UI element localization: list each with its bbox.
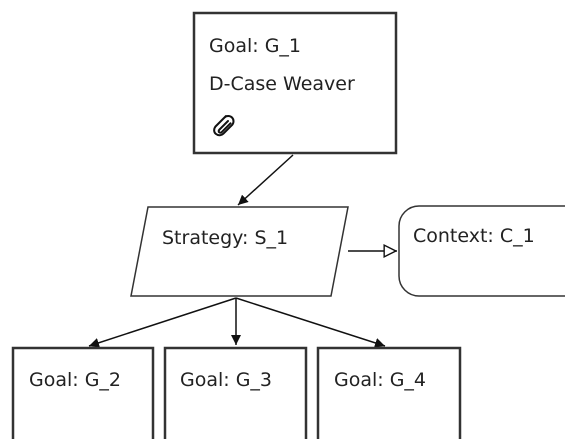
goal-g3-node[interactable] (163, 346, 308, 439)
goal-g2-title: Goal: G_2 (29, 369, 122, 391)
edge-g1-to-s1 (237, 154, 294, 206)
context-c1-node[interactable] (398, 205, 565, 297)
goal-g1-title: Goal: G_1 (209, 35, 302, 57)
goal-g4-title: Goal: G_4 (334, 369, 427, 391)
strategy-s1-title: Strategy: S_1 (162, 227, 289, 249)
goal-g1-description: D-Case Weaver (209, 73, 355, 95)
edge-s1-to-g2 (88, 297, 237, 348)
strategy-s1-node[interactable] (130, 206, 349, 297)
goal-g4-node[interactable] (316, 346, 462, 439)
edge-s1-to-g4 (235, 297, 386, 348)
goal-g3-title: Goal: G_3 (180, 369, 273, 391)
context-c1-title: Context: C_1 (413, 225, 535, 247)
paperclip-icon[interactable] (207, 110, 237, 140)
goal-g2-node[interactable] (11, 346, 155, 439)
